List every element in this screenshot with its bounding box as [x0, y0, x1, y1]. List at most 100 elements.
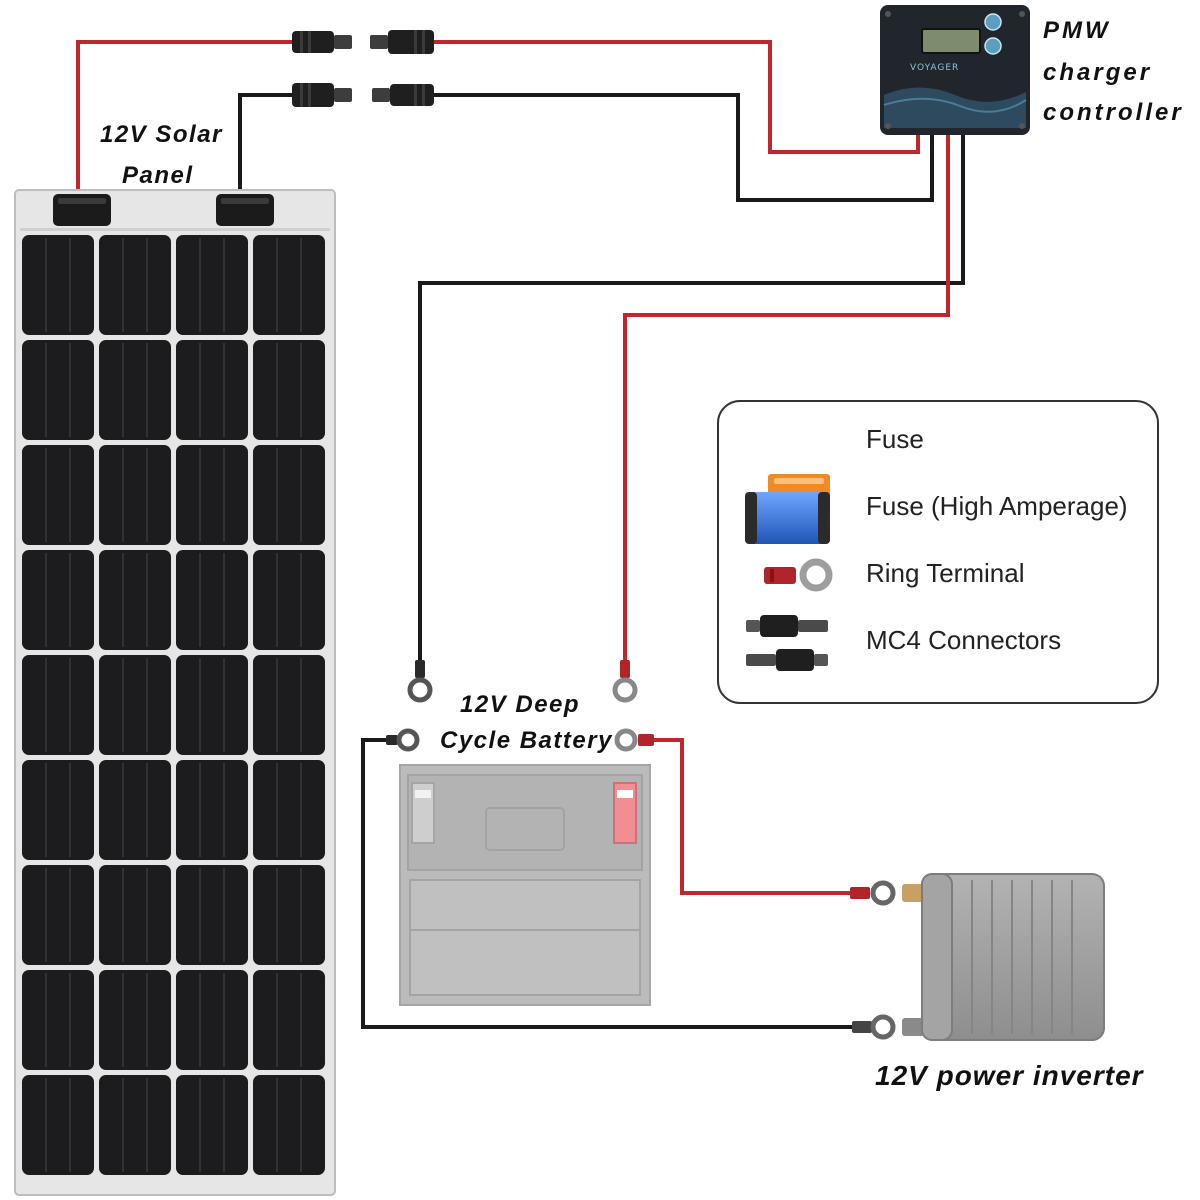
ring-terminal-battery-negative — [386, 728, 420, 752]
mount-hole — [885, 11, 891, 17]
power-inverter — [902, 873, 1105, 1041]
legend-label-fuse: Fuse — [866, 424, 924, 454]
battery-post-cap — [617, 790, 633, 798]
solar-cell — [253, 340, 325, 440]
inverter-end-plate — [921, 873, 953, 1041]
battery-lower-case — [409, 879, 641, 996]
legend-label-high-amperage-fuse: Fuse (High Amperage) — [866, 491, 1128, 521]
battery — [399, 764, 651, 1006]
controller-label-line-3: controller — [1043, 99, 1184, 126]
high-amperage-fuse-icon — [745, 474, 830, 544]
solar-cell — [22, 970, 94, 1070]
battery-negative-wire — [418, 132, 965, 664]
solar-cell — [176, 655, 248, 755]
controller-label-line-2: charger — [1043, 59, 1152, 86]
solar-cell — [99, 340, 171, 440]
solar-cell — [176, 865, 248, 965]
controller-pv-positive-wire — [432, 40, 920, 154]
ring-terminal-negative-top — [407, 660, 433, 703]
ring-terminals — [386, 660, 896, 1040]
panel-negative-wire — [238, 93, 296, 198]
ring-terminal-icon — [764, 558, 833, 592]
mc4-connector-icon — [746, 615, 828, 671]
inverter-positive-post — [902, 884, 924, 902]
inverter-label: 12V power inverter — [875, 1060, 1145, 1091]
solar-panel-label-line-1: 12V Solar — [100, 121, 223, 148]
solar-cell — [253, 235, 325, 335]
mount-hole — [1019, 123, 1025, 129]
mc4-connector-pair-positive — [292, 30, 434, 54]
solar-cell — [253, 550, 325, 650]
charge-controller: VOYAGER — [880, 5, 1030, 135]
solar-cell — [99, 655, 171, 755]
solar-cell-grid — [22, 235, 325, 1175]
ring-terminal-positive-top — [612, 660, 638, 703]
battery-lid — [407, 774, 643, 871]
solar-cell — [99, 760, 171, 860]
controller-wave-graphic — [884, 87, 1026, 128]
mount-hole — [885, 123, 891, 129]
mc4-connector-pair-negative — [292, 83, 434, 107]
wires — [76, 40, 965, 1029]
solar-cell — [253, 865, 325, 965]
mc4-male-connector — [292, 31, 352, 53]
battery-label-line-1: 12V Deep — [460, 691, 580, 718]
legend-label-ring-terminal: Ring Terminal — [866, 558, 1024, 588]
battery-lid-recess — [485, 807, 565, 851]
solar-cell — [253, 445, 325, 545]
inverter-cooling-fins — [971, 880, 1073, 1034]
legend-label-mc4-connectors: MC4 Connectors — [866, 625, 1061, 655]
solar-cell — [22, 655, 94, 755]
mount-hole — [1019, 11, 1025, 17]
solar-cell — [22, 235, 94, 335]
controller-pv-negative-wire — [432, 93, 934, 202]
inverter-positive-wire — [652, 738, 852, 895]
solar-cell — [22, 760, 94, 860]
junction-box-highlight — [221, 198, 269, 204]
solar-cell — [22, 340, 94, 440]
controller-button-top — [984, 13, 1002, 31]
solar-cell — [176, 445, 248, 545]
inverter-negative-wire — [361, 738, 856, 1029]
solar-panel-top-strip — [20, 228, 330, 231]
inverter-negative-post — [902, 1018, 924, 1036]
solar-cell — [176, 340, 248, 440]
battery-label-line-2: Cycle Battery — [440, 727, 613, 754]
solar-cell — [99, 1075, 171, 1175]
panel-positive-wire — [76, 40, 296, 198]
controller-brand-text: VOYAGER — [910, 63, 959, 73]
junction-box-highlight — [58, 198, 106, 204]
controller-button-bottom — [984, 37, 1002, 55]
solar-panel — [14, 189, 336, 1196]
ring-terminal-inverter-negative — [852, 1014, 896, 1040]
solar-cell — [99, 865, 171, 965]
legend: Fuse Fuse (High Amperage) Ring Terminal … — [717, 400, 1159, 704]
solar-cell — [253, 1075, 325, 1175]
ring-terminal-inverter-positive — [850, 880, 896, 906]
controller-wave-line — [883, 97, 1027, 113]
solar-panel-label-line-2: Panel — [122, 162, 194, 189]
mc4-female-connector — [370, 30, 434, 54]
mc4-female-connector — [292, 83, 352, 107]
solar-cell — [22, 865, 94, 965]
ring-terminal-battery-positive — [614, 728, 654, 752]
solar-cell — [99, 550, 171, 650]
solar-cell — [176, 1075, 248, 1175]
solar-cell — [99, 970, 171, 1070]
solar-cell — [253, 655, 325, 755]
solar-cell — [99, 235, 171, 335]
solar-cell — [22, 445, 94, 545]
solar-cell — [99, 445, 171, 545]
solar-cell — [253, 760, 325, 860]
solar-cell — [22, 1075, 94, 1175]
controller-lcd-screen — [921, 28, 981, 54]
solar-cell — [176, 235, 248, 335]
solar-cell — [22, 550, 94, 650]
solar-cell — [176, 550, 248, 650]
solar-cell — [253, 970, 325, 1070]
controller-label-line-1: PMW — [1043, 17, 1111, 44]
mc4-male-connector — [372, 84, 434, 106]
battery-post-cap — [415, 790, 431, 798]
battery-positive-wire — [623, 132, 950, 664]
